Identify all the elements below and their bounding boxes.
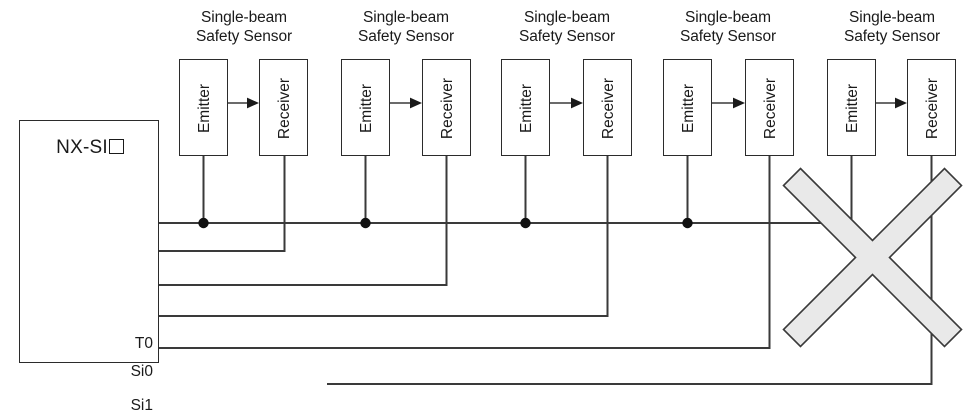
beam-arrow-head-1 [247,97,259,109]
beam-arrow-head-4 [733,97,745,109]
sensor-3-receiver-label: Receiver [600,77,617,140]
sensor-1-emitter-label: Emitter [196,83,213,134]
sensor-1-title-line2: Safety Sensor [195,28,293,45]
sensor-2-title-line2: Safety Sensor [357,28,455,45]
sensor-5-emitter-box: Emitter [827,59,876,156]
prohibited-cross-mark [782,167,963,348]
sensor-2-title-line1: Single-beam [363,9,449,26]
sensor-4-title: Single-beam Safety Sensor [638,8,818,46]
wire-receiver5-unconnected [327,156,933,385]
sensor-3-emitter-box: Emitter [501,59,550,156]
sensor-4-emitter-box: Emitter [663,59,712,156]
module-title: NX-SI [20,137,160,159]
nx-si-module: NX-SI T0 Si0 Si1 Si2 Si3 [19,120,160,413]
wire-si3-receiver4 [159,156,771,349]
junction-dot-emitter4 [682,217,693,229]
sensor-4-receiver-box: Receiver [745,59,794,156]
junction-dots [198,217,693,229]
beam-arrow-heads [247,97,907,109]
sensor-3-receiver-box: Receiver [583,59,632,156]
sensor-2-receiver-label: Receiver [439,77,456,140]
beam-arrow-head-5 [895,97,907,109]
sensor-1-title: Single-beam Safety Sensor [154,8,334,46]
sensor-2-receiver-box: Receiver [422,59,471,156]
sensor-5-receiver-label: Receiver [924,77,941,140]
sensor-3-emitter-label: Emitter [518,83,535,134]
sensor-1-receiver-label: Receiver [276,77,293,140]
sensor-5-emitter-label: Emitter [844,83,861,134]
square-placeholder-icon [108,139,124,154]
cross-stroke-backslash [782,167,963,348]
sensor-4-emitter-label: Emitter [680,83,697,134]
junction-dot-emitter3 [520,217,531,229]
sensor-2-title: Single-beam Safety Sensor [316,8,496,46]
sensor-1-receiver-box: Receiver [259,59,308,156]
junction-dot-emitter2 [360,217,371,229]
wire-si1-receiver2 [159,156,448,286]
wire-si2-receiver3 [159,156,609,317]
beam-arrow-head-2 [410,97,422,109]
beam-arrow-head-3 [571,97,583,109]
sensor-5-title-line2: Safety Sensor [843,28,941,45]
sensor-3-title-line1: Single-beam [524,9,610,26]
sensor-3-title-line2: Safety Sensor [518,28,616,45]
sensor-5-receiver-box: Receiver [907,59,956,156]
module-title-text: NX-SI [56,137,108,158]
sensor-4-title-line2: Safety Sensor [679,28,777,45]
sensor-1-title-line1: Single-beam [201,9,287,26]
terminal-label-si1: Si1 [130,397,153,414]
sensor-5-title-line1: Single-beam [849,9,935,26]
junction-dot-emitter1 [198,217,209,229]
sensor-2-emitter-label: Emitter [358,83,375,134]
wire-si0-receiver1 [159,156,286,252]
sensor-3-title: Single-beam Safety Sensor [477,8,657,46]
sensor-4-receiver-label: Receiver [762,77,779,140]
sensor-4-title-line1: Single-beam [685,9,771,26]
sensor-5-title: Single-beam Safety Sensor [802,8,972,46]
terminal-label-t0: T0 [134,335,153,352]
sensor-2-emitter-box: Emitter [341,59,390,156]
sensor-1-emitter-box: Emitter [179,59,228,156]
terminal-label-si0: Si0 [130,363,153,380]
